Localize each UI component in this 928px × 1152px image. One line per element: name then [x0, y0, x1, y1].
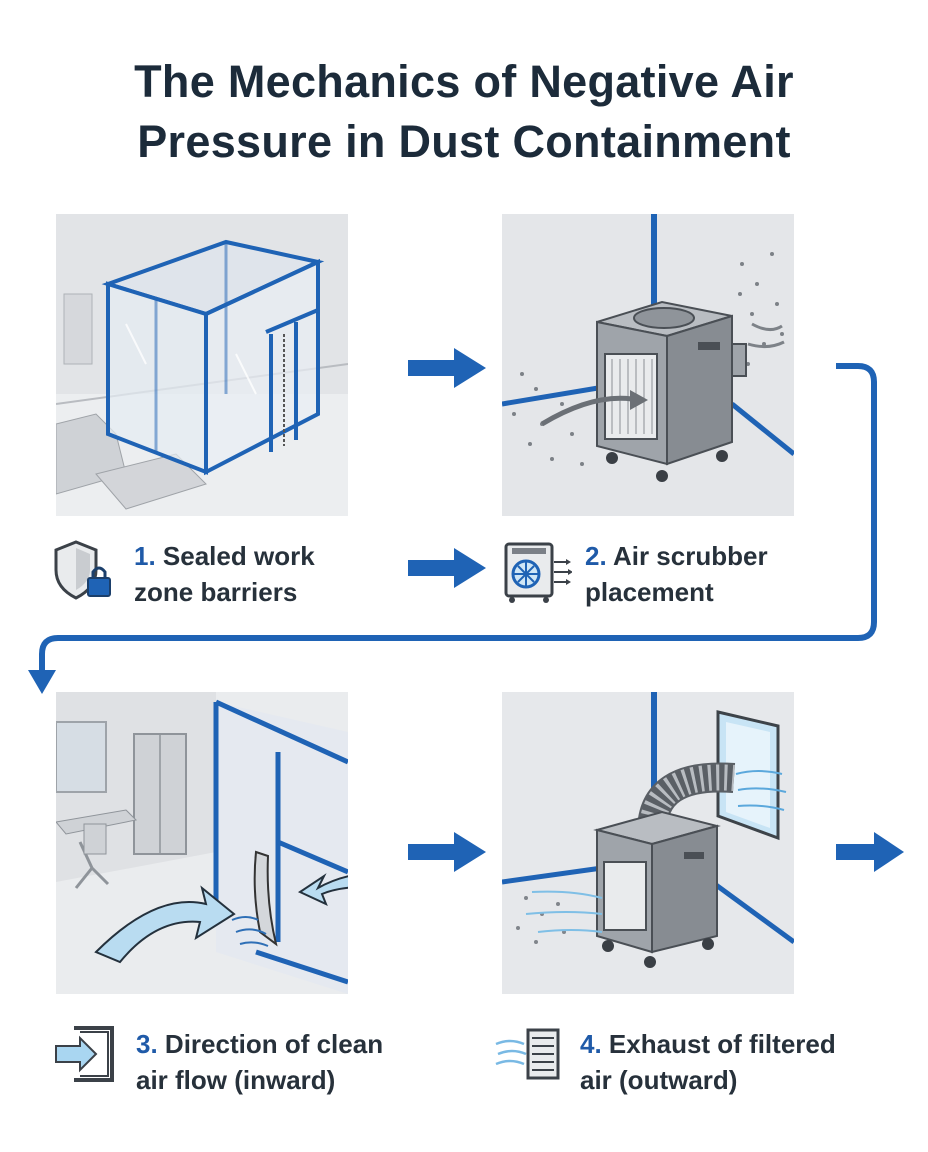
page-title: The Mechanics of Negative Air Pressure i…	[0, 52, 928, 172]
enter-door-icon	[55, 1026, 114, 1082]
title-line-2: Pressure in Dust Containment	[137, 116, 791, 167]
arrow-3-to-4	[408, 832, 486, 872]
step-3-label-line-2: air flow (inward)	[136, 1065, 336, 1095]
step-2-label-line-1: Air scrubber	[612, 541, 768, 571]
panel-inward-airflow	[56, 692, 348, 994]
flow-connector-arrowhead	[28, 670, 56, 694]
step-3-number: 3.	[136, 1029, 158, 1059]
step-1-label-line-1: Sealed work	[162, 541, 315, 571]
air-scrubber-icon	[504, 542, 572, 603]
step-1-caption: 1. Sealed work zone barriers	[134, 538, 384, 610]
step-4-label-line-2: air (outward)	[580, 1065, 738, 1095]
step-1-number: 1.	[134, 541, 156, 571]
title-line-1: The Mechanics of Negative Air	[134, 56, 794, 107]
step-2-number: 2.	[585, 541, 607, 571]
arrow-1-to-2	[408, 348, 486, 388]
step-3-caption: 3. Direction of clean air flow (inward)	[136, 1026, 436, 1098]
panel-exhaust	[502, 692, 794, 994]
shield-lock-icon	[54, 540, 111, 600]
step-1-label-line-2: zone barriers	[134, 577, 298, 607]
step-2-label-line-2: placement	[585, 577, 714, 607]
step-2-caption: 2. Air scrubber placement	[585, 538, 865, 610]
step-4-caption: 4. Exhaust of filtered air (outward)	[580, 1026, 900, 1098]
panel-sealed-zone	[56, 214, 348, 516]
panel-air-scrubber	[502, 214, 794, 516]
caption-arrow-1-to-2	[408, 548, 486, 588]
vent-exhaust-icon	[495, 1028, 560, 1080]
arrow-4-next	[836, 832, 904, 872]
step-4-label-line-1: Exhaust of filtered	[608, 1029, 836, 1059]
step-4-number: 4.	[580, 1029, 602, 1059]
step-3-label-line-1: Direction of clean	[164, 1029, 384, 1059]
